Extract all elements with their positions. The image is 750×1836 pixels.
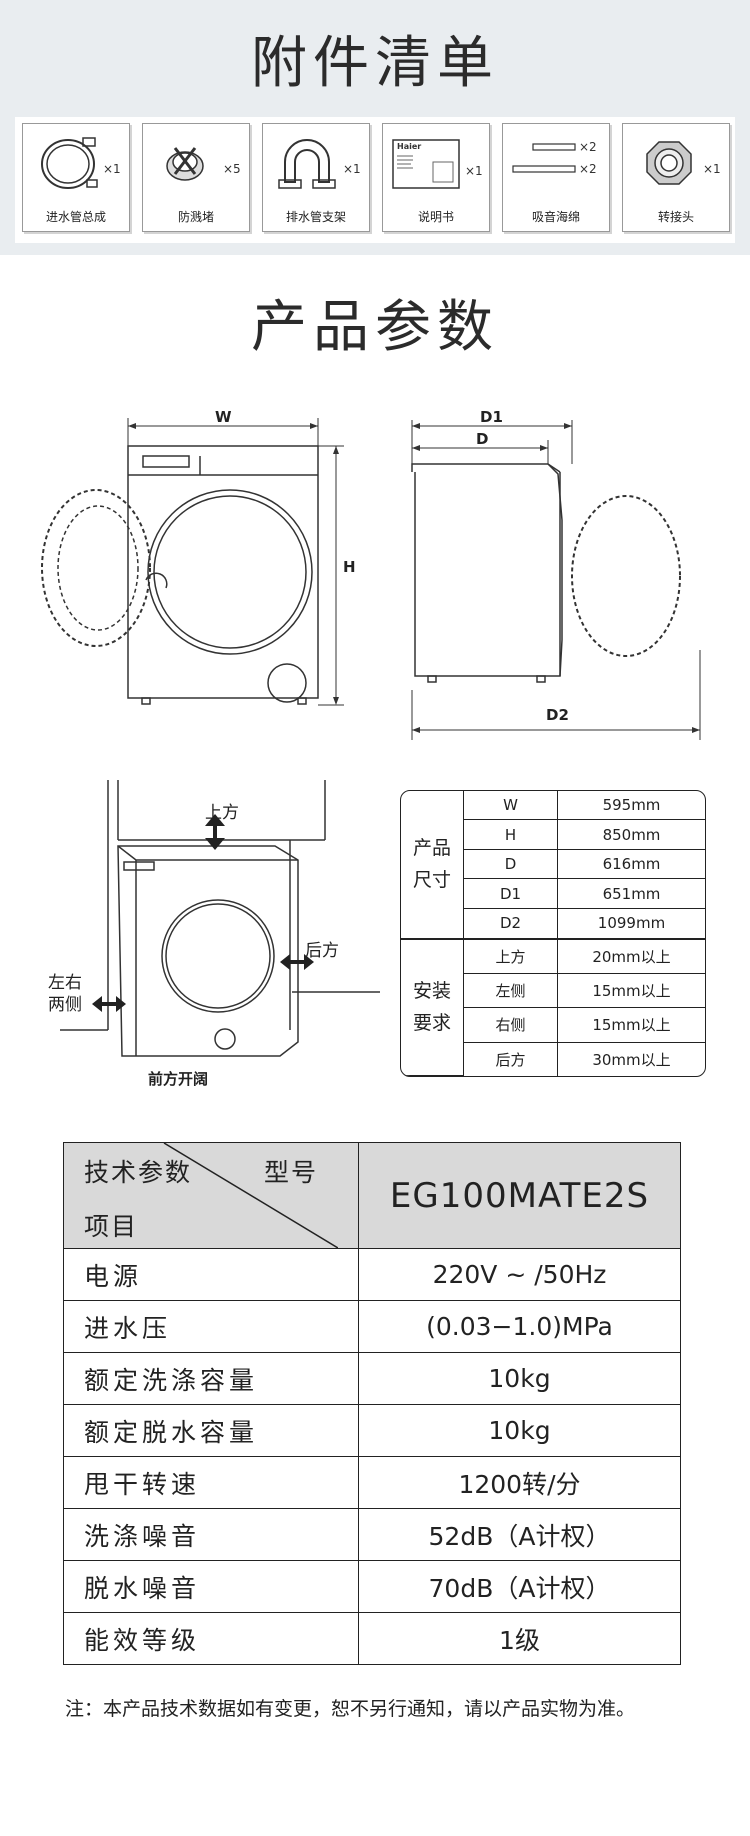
accessory-qty: ×2 [579, 162, 597, 176]
spec-label: 进水压 [63, 1300, 359, 1353]
plug-icon [166, 147, 204, 181]
spec-header-model-label: 型号 [264, 1158, 319, 1187]
drain-bracket-icon [278, 139, 336, 189]
spec-value: (0.03−1.0)MPa [358, 1300, 681, 1353]
adapter-icon [646, 141, 692, 185]
params-title: 产品参数 [251, 295, 499, 360]
size-key: D2 [463, 907, 558, 940]
install-key: 上方 [463, 938, 558, 975]
dim-label-d2: D2 [546, 706, 569, 724]
size-value: 595mm [557, 791, 705, 821]
spec-label: 能效等级 [63, 1612, 359, 1665]
spec-value: 70dB（A计权） [358, 1560, 681, 1613]
accessory-card-plug: ×5 防溅堵 [142, 123, 250, 232]
dimension-drawing [41, 418, 701, 740]
accessory-qty: ×5 [223, 162, 241, 176]
accessories-strip [15, 117, 735, 243]
install-value: 15mm以上 [557, 1007, 705, 1043]
accessory-qty: ×1 [343, 162, 361, 176]
install-label-top: 上方 [205, 803, 239, 823]
install-value: 15mm以上 [557, 973, 705, 1009]
spec-header-tech: 技术参数 [84, 1158, 193, 1187]
accessory-name: 吸音海绵 [531, 210, 580, 224]
size-value: 651mm [557, 878, 705, 909]
accessory-qty: ×1 [465, 164, 483, 178]
group-install-requirement: 安装要求 [401, 938, 464, 1076]
dim-label-w: W [215, 408, 232, 426]
accessory-name: 转接头 [657, 210, 694, 224]
spec-label: 额定洗涤容量 [63, 1352, 359, 1405]
size-value: 616mm [557, 848, 705, 880]
spec-label: 甩干转速 [63, 1456, 359, 1509]
sponge-icon [512, 143, 576, 173]
install-label-left-right-2: 两侧 [48, 995, 82, 1015]
install-label-left-right-1: 左右 [48, 973, 82, 993]
accessory-name: 排水管支架 [285, 210, 346, 224]
arrow-top [205, 814, 225, 850]
dim-label-d: D [476, 430, 489, 448]
accessory-qty: ×2 [579, 140, 597, 154]
accessory-name: 防溅堵 [177, 210, 214, 224]
accessory-card-manual: Haier ×1 说明书 [382, 123, 490, 232]
manual-brand-text: Haier [397, 142, 422, 151]
spec-header-item: 项目 [84, 1212, 139, 1241]
front-view [41, 418, 344, 706]
accessory-name: 进水管总成 [45, 210, 106, 224]
install-label-front: 前方开阔 [148, 1070, 209, 1088]
install-label-back: 后方 [305, 941, 339, 961]
spec-label: 电源 [63, 1248, 359, 1301]
spec-value: 52dB（A计权） [358, 1508, 681, 1561]
arrow-left [92, 996, 126, 1012]
install-key: 右侧 [463, 1007, 558, 1043]
hose-icon [41, 137, 98, 189]
install-value: 20mm以上 [557, 938, 705, 975]
spec-label: 脱水噪音 [63, 1560, 359, 1613]
dim-label-h: H [343, 558, 356, 576]
spec-value: 10kg [358, 1404, 681, 1457]
size-key: H [463, 819, 558, 850]
disclaimer-note: 注：本产品技术数据如有变更，恕不另行通知，请以产品实物为准。 [65, 1698, 636, 1720]
accessories-title: 附件清单 [251, 31, 499, 96]
accessory-qty: ×1 [703, 162, 721, 176]
spec-value: 10kg [358, 1352, 681, 1405]
install-value: 30mm以上 [557, 1041, 705, 1076]
spec-model: EG100MATE2S [358, 1142, 681, 1249]
spec-value: 1级 [358, 1612, 681, 1665]
spec-value: 220V ~ /50Hz [358, 1248, 681, 1301]
spec-value: 1200转/分 [358, 1456, 681, 1509]
spec-header-diagonal-cell: 技术参数 型号 项目 [63, 1142, 359, 1249]
accessory-name: 说明书 [417, 210, 454, 224]
size-value: 850mm [557, 819, 705, 850]
accessory-card-adapter: ×1 转接头 [622, 123, 730, 232]
group-product-size: 产品尺寸 [401, 791, 464, 940]
spec-label: 额定脱水容量 [63, 1404, 359, 1457]
size-key: D1 [463, 878, 558, 909]
side-view [411, 420, 701, 740]
size-value: 1099mm [557, 907, 705, 940]
dim-label-d1: D1 [480, 408, 503, 426]
accessory-qty: ×1 [103, 162, 121, 176]
install-key: 后方 [463, 1041, 558, 1076]
accessory-card-hose: ×1 进水管总成 [22, 123, 130, 232]
accessory-card-drain-bracket: ×1 排水管支架 [262, 123, 370, 232]
manual-icon [392, 139, 460, 189]
size-key: D [463, 848, 558, 880]
spec-label: 洗涤噪音 [63, 1508, 359, 1561]
install-key: 左侧 [463, 973, 558, 1009]
accessory-card-sponge: ×2 ×2 吸音海绵 [502, 123, 610, 232]
arrow-back [280, 954, 314, 970]
size-key: W [463, 791, 558, 821]
install-drawing [60, 780, 380, 1057]
